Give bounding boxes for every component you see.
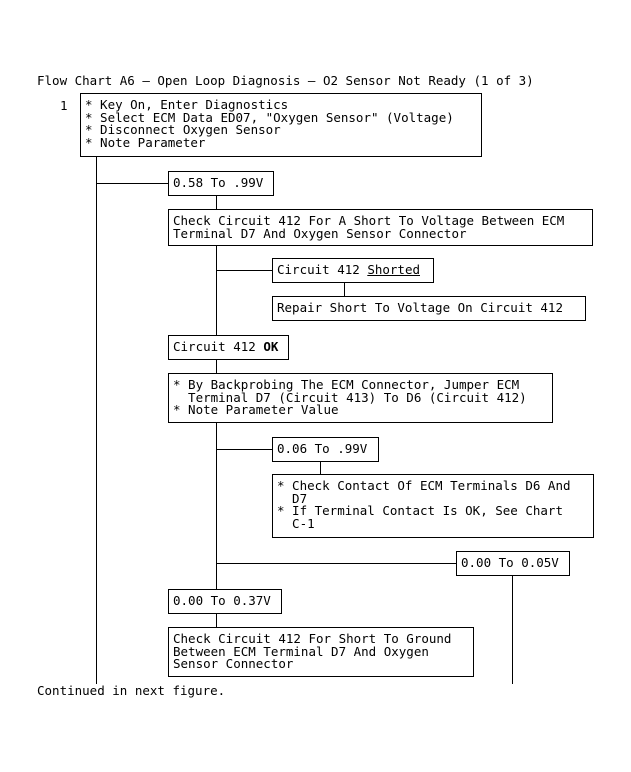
box-text: Circuit 412	[173, 339, 264, 354]
repair-short-box: Repair Short To Voltage On Circuit 412	[272, 296, 586, 321]
box-line: Check Circuit 412 For A Short To Voltage…	[173, 213, 565, 228]
box-text: 0.58 To .99V	[173, 175, 264, 190]
backprobe-box: * By Backprobing The ECM Connector, Jump…	[168, 373, 553, 423]
result-058-box: 0.58 To .99V	[168, 171, 274, 196]
connector-line	[216, 423, 217, 589]
result-000-box: 0.00 To 0.05V	[456, 551, 570, 576]
box-line: D7	[277, 490, 308, 506]
main-trunk-line	[96, 157, 97, 684]
box-line: Terminal D7 And Oxygen Sensor Connector	[173, 225, 467, 241]
box-text: Circuit 412	[277, 262, 368, 277]
box-line: Between ECM Terminal D7 And Oxygen	[173, 643, 429, 659]
start-procedure-box: * Key On, Enter Diagnostics* Select ECM …	[80, 93, 482, 157]
box-text: Repair Short To Voltage On Circuit 412	[277, 300, 563, 315]
connector-line	[320, 462, 321, 474]
connector-line	[216, 196, 217, 209]
connector-line	[216, 614, 217, 627]
box-text: 0.06 To .99V	[277, 441, 368, 456]
box-line: * If Terminal Contact Is OK, See Chart	[277, 503, 563, 518]
box-line: * Disconnect Oxygen Sensor	[85, 122, 281, 137]
step-number: 1	[60, 98, 68, 113]
result-006-box: 0.06 To .99V	[272, 437, 379, 462]
branch-line-shorted	[216, 270, 272, 271]
ok-text: OK	[263, 339, 279, 354]
box-text: 0.00 To 0.05V	[461, 555, 559, 570]
result-037-box: 0.00 To 0.37V	[168, 589, 282, 614]
branch-line-058	[96, 183, 168, 184]
box-line: * By Backprobing The ECM Connector, Jump…	[173, 377, 520, 392]
box-line: Check Circuit 412 For Short To Ground	[173, 631, 452, 646]
branch-line-000	[216, 563, 456, 564]
circuit-shorted-box: Circuit 412 Shorted	[272, 258, 434, 283]
check-contact-box: * Check Contact Of ECM Terminals D6 And …	[272, 474, 594, 538]
connector-line	[216, 246, 217, 337]
branch-line-006	[216, 449, 272, 450]
shorted-text: Shorted	[367, 262, 420, 277]
connector-line	[512, 576, 513, 684]
box-line: * Note Parameter Value	[173, 402, 339, 417]
chart-title: Flow Chart A6 – Open Loop Diagnosis – O2…	[37, 73, 534, 88]
continued-note: Continued in next figure.	[37, 683, 226, 698]
box-line: Terminal D7 (Circuit 413) To D6 (Circuit…	[173, 389, 527, 405]
connector-line	[344, 283, 345, 296]
box-line: * Check Contact Of ECM Terminals D6 And	[277, 478, 571, 493]
box-line: C-1	[277, 515, 315, 531]
connector-line	[216, 360, 217, 373]
box-line: * Note Parameter	[85, 134, 206, 150]
box-line: * Select ECM Data ED07, "Oxygen Sensor" …	[85, 109, 454, 125]
box-line: Sensor Connector	[173, 656, 294, 671]
check-short-to-voltage-box: Check Circuit 412 For A Short To Voltage…	[168, 209, 593, 246]
circuit-ok-box: Circuit 412 OK	[168, 335, 289, 360]
box-text: 0.00 To 0.37V	[173, 593, 271, 608]
box-line: * Key On, Enter Diagnostics	[85, 97, 289, 112]
